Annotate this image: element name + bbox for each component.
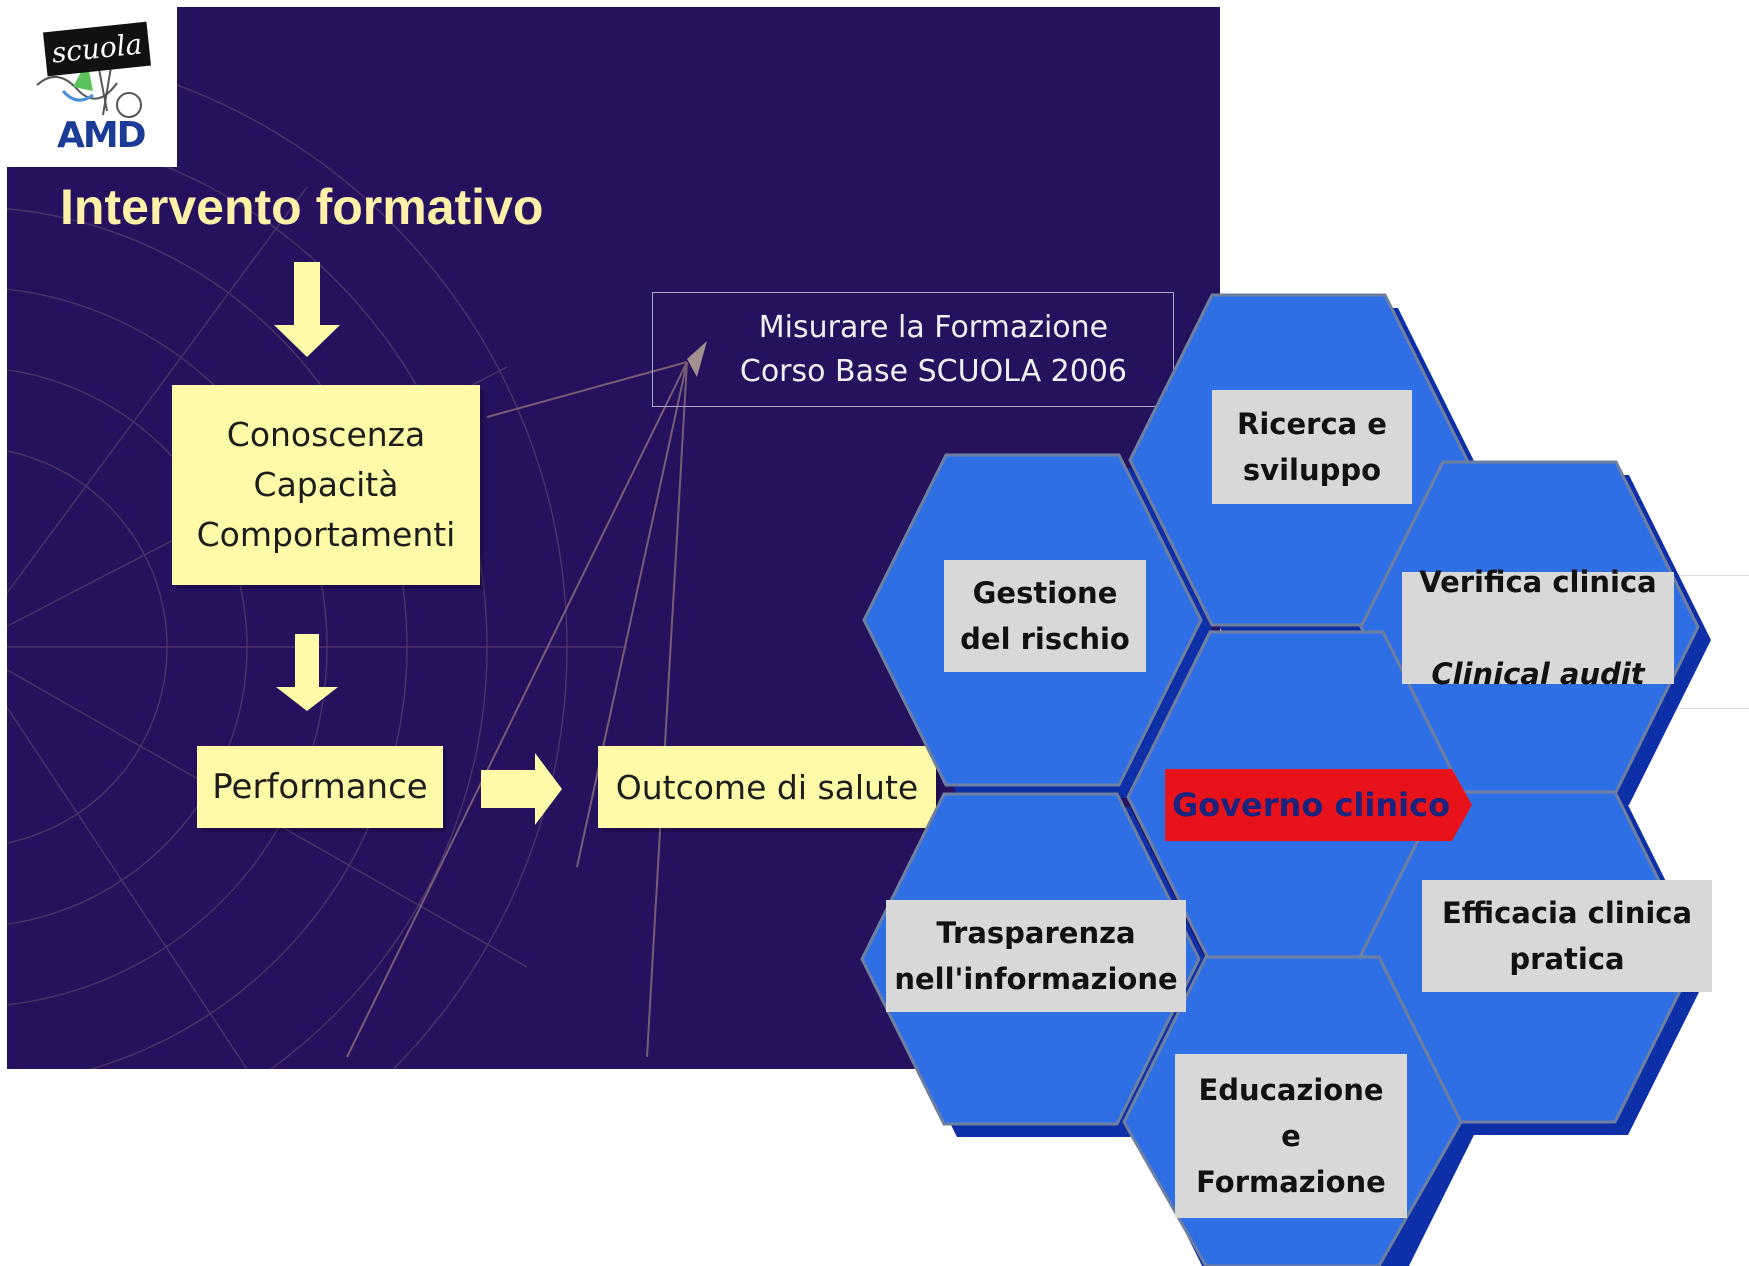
label-governo-clinico: Governo clinico bbox=[1171, 786, 1451, 824]
verifica-line1: Verifica clinica bbox=[1419, 565, 1657, 599]
measure-note: Misurare la Formazione Corso Base SCUOLA… bbox=[652, 292, 1174, 407]
page-title: Intervento formativo bbox=[60, 179, 544, 235]
outcome-box: Outcome di salute bbox=[598, 746, 936, 828]
decorative-web-lines bbox=[7, 47, 707, 1069]
verifica-line2: Clinical audit bbox=[1431, 657, 1645, 691]
arrow-down-2 bbox=[276, 634, 338, 711]
label-educazione: Educazione e Formazione bbox=[1175, 1054, 1407, 1218]
label-verifica-clinica: Verifica clinica Clinical audit bbox=[1402, 565, 1674, 691]
label-trasparenza: Trasparenza nell'informazione bbox=[886, 900, 1186, 1012]
arrow-down-1 bbox=[274, 262, 340, 357]
label-gestione-rischio: Gestione del rischio bbox=[944, 560, 1146, 672]
label-efficacia: Efficacia clinica pratica bbox=[1422, 880, 1712, 992]
performance-box: Performance bbox=[197, 746, 443, 828]
knowledge-box: Conoscenza Capacità Comportamenti bbox=[172, 385, 480, 585]
logo: scuola AMD bbox=[7, 7, 177, 167]
logo-amd-text: AMD bbox=[57, 115, 147, 156]
governo-red-label-bg bbox=[1165, 769, 1472, 841]
label-ricerca-sviluppo: Ricerca e sviluppo bbox=[1212, 390, 1412, 504]
arrow-right bbox=[481, 753, 562, 825]
